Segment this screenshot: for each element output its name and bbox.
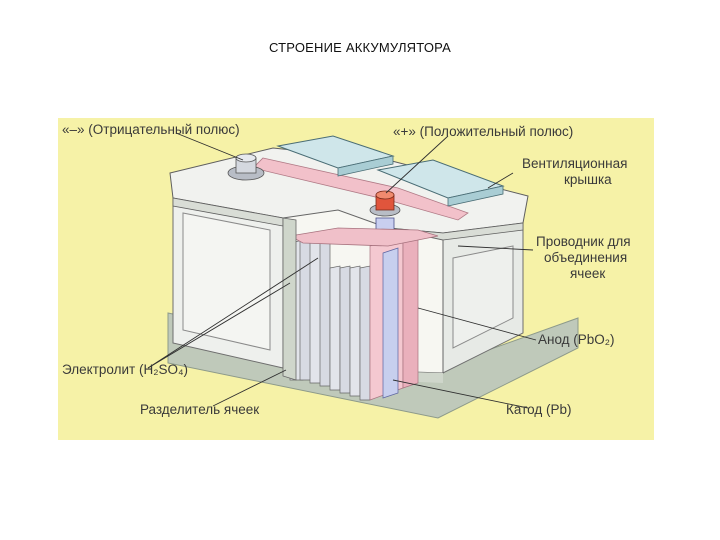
leader-lines bbox=[147, 132, 537, 409]
battery-diagram: «–» (Отрицательный полюс) «+» (Положител… bbox=[58, 118, 654, 440]
vent-cap-front-side bbox=[337, 155, 394, 177]
label-separator: Разделитель ячеек bbox=[140, 402, 259, 417]
label-anode: Анод (PbO₂) bbox=[538, 332, 615, 347]
case-right-panel bbox=[452, 245, 514, 349]
label-connector-line1: Проводник для bbox=[536, 234, 631, 249]
cathode-plate bbox=[382, 247, 399, 399]
label-positive-pole: «+» (Положительный полюс) bbox=[393, 124, 573, 139]
label-vent-cap-line1: Вентиляционная bbox=[522, 156, 627, 171]
label-cathode: Катод (Pb) bbox=[506, 402, 571, 417]
cell-connector-bridge bbox=[288, 227, 439, 247]
label-connector-line2: объединения bbox=[544, 250, 627, 265]
positive-terminal-top bbox=[375, 190, 395, 200]
case-left-panel bbox=[182, 212, 271, 351]
vent-cap-back-side bbox=[447, 185, 504, 207]
label-vent-cap-line2: крышка bbox=[564, 172, 612, 187]
label-negative-pole: «–» (Отрицательный полюс) bbox=[62, 122, 240, 137]
cell-separator-wall bbox=[282, 217, 297, 381]
slide-title: СТРОЕНИЕ АККУМУЛЯТОРА bbox=[268, 40, 452, 55]
negative-terminal-top bbox=[235, 153, 257, 163]
label-electrolyte: Электролит (H₂SO₄) bbox=[62, 362, 188, 377]
cathode-plate-stack bbox=[289, 233, 371, 401]
label-connector-line3: ячеек bbox=[570, 266, 605, 281]
